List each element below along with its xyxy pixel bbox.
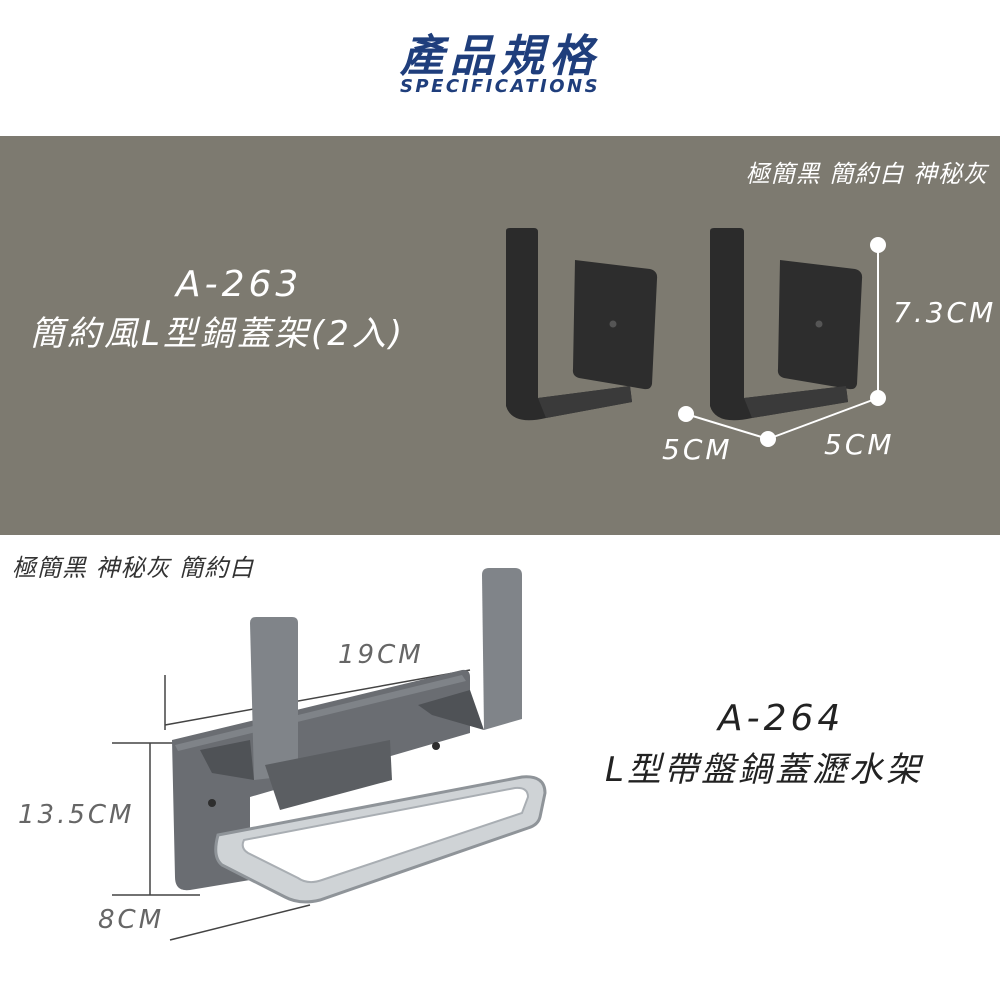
dimension-width: 19CM xyxy=(338,640,424,670)
color-options: 極簡黑 簡約白 神秘灰 xyxy=(745,160,988,188)
product-a263-section: 極簡黑 簡約白 神秘灰 A-263 簡約風L型鍋蓋架(2入) 7.3CM 5CM… xyxy=(0,136,1000,535)
dimension-width-b: 5CM xyxy=(824,428,895,461)
product-a263-illustration xyxy=(506,228,886,447)
color-options-2: 極簡黑 神秘灰 簡約白 xyxy=(12,554,255,582)
product-a264-illustration xyxy=(112,568,547,941)
page-subtitle: SPECIFICATIONS xyxy=(399,76,601,97)
dimension-lines xyxy=(685,245,879,440)
dimension-width-a: 5CM xyxy=(662,433,733,466)
page-title: 產品規格 xyxy=(400,31,600,82)
dimension-depth: 8CM xyxy=(98,905,165,935)
model-number-2: A-264 xyxy=(718,698,845,739)
model-number: A-263 xyxy=(176,264,303,305)
l-bracket-image-1 xyxy=(506,228,658,421)
product-name-2: L型帶盤鍋蓋瀝水架 xyxy=(605,750,923,790)
l-bracket-image-2 xyxy=(710,228,863,421)
product-name: 簡約風L型鍋蓋架(2入) xyxy=(30,314,406,354)
dimension-dots xyxy=(678,237,886,447)
dimension-height-2: 13.5CM xyxy=(18,800,135,830)
dimension-height: 7.3CM xyxy=(893,296,997,329)
